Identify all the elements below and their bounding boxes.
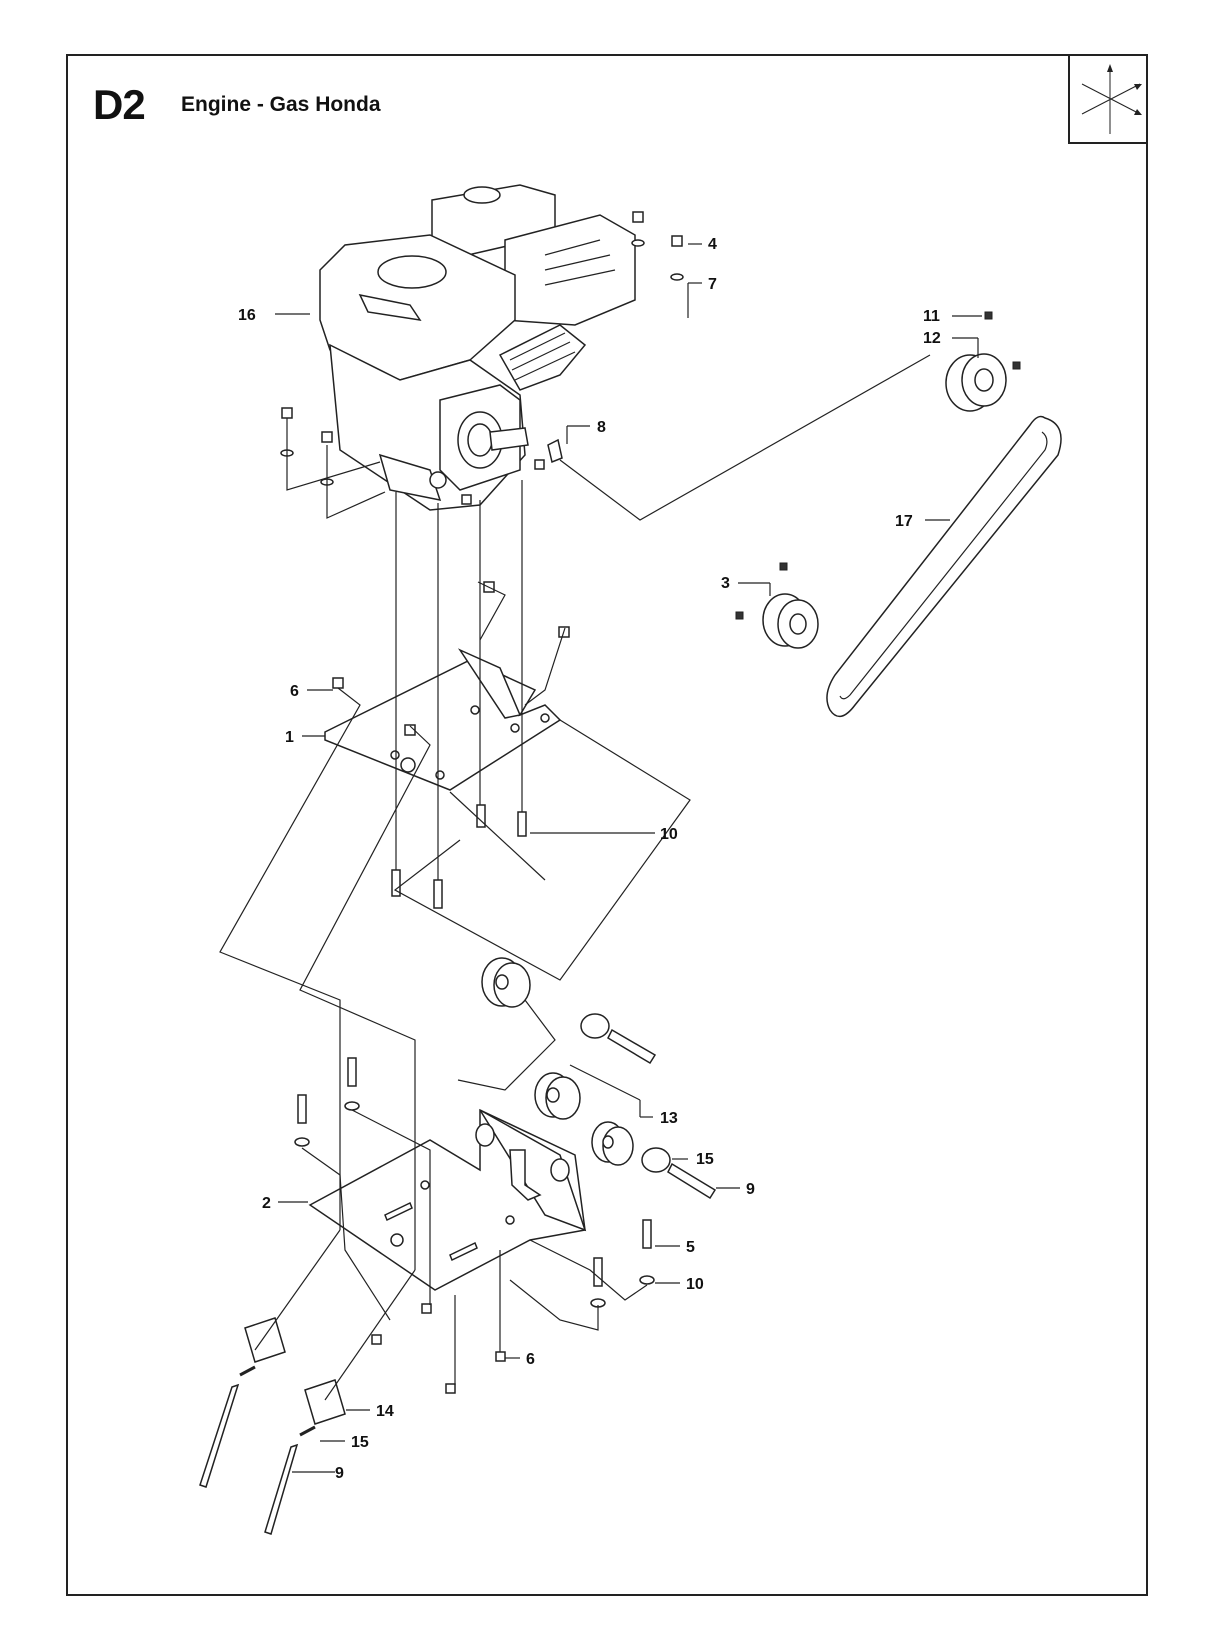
callout-16: 16 <box>238 307 256 324</box>
compass-arrows-icon <box>1081 64 1142 134</box>
base-plate-2 <box>308 1108 587 1291</box>
pulley-12 <box>945 311 1021 412</box>
callout-10-top: 10 <box>660 826 678 843</box>
callout-7: 7 <box>708 276 717 293</box>
washers-and-bolts <box>199 1013 717 1535</box>
callout-14: 14 <box>376 1403 394 1420</box>
callout-11: 11 <box>923 308 940 325</box>
callout-2: 2 <box>262 1195 271 1212</box>
engine-assembly <box>319 184 636 511</box>
callout-1: 1 <box>285 729 294 746</box>
callout-8: 8 <box>597 419 606 436</box>
engine-fasteners <box>280 211 684 505</box>
callout-6-bottom: 6 <box>526 1351 535 1368</box>
base-fasteners <box>294 1057 655 1394</box>
diagram-frame <box>66 54 1148 1596</box>
isolator-mounts <box>244 957 634 1425</box>
leader-lines <box>219 243 982 1473</box>
section-title: Engine - Gas Honda <box>181 93 381 116</box>
callout-5: 5 <box>686 1239 695 1256</box>
orientation-compass <box>1068 54 1148 144</box>
callout-labels: 4 7 16 8 11 12 17 3 6 1 10 13 15 9 2 5 1… <box>238 236 941 1482</box>
engine-plate-1 <box>324 581 570 791</box>
callout-4: 4 <box>708 236 717 253</box>
callout-15-top: 15 <box>696 1151 714 1168</box>
section-code: D2 <box>93 81 146 128</box>
bolts-10 <box>391 804 527 909</box>
callout-10-bottom: 10 <box>686 1276 704 1293</box>
callout-17: 17 <box>895 513 913 530</box>
pulley-3 <box>735 562 819 649</box>
v-belt-17 <box>826 415 1062 718</box>
callout-6-top: 6 <box>290 683 299 700</box>
callout-3: 3 <box>721 575 730 592</box>
callout-12: 12 <box>923 330 941 347</box>
callout-9-top: 9 <box>746 1181 755 1198</box>
callout-13: 13 <box>660 1110 678 1127</box>
callout-15-bottom: 15 <box>351 1434 369 1451</box>
callout-9-bottom: 9 <box>335 1465 344 1482</box>
